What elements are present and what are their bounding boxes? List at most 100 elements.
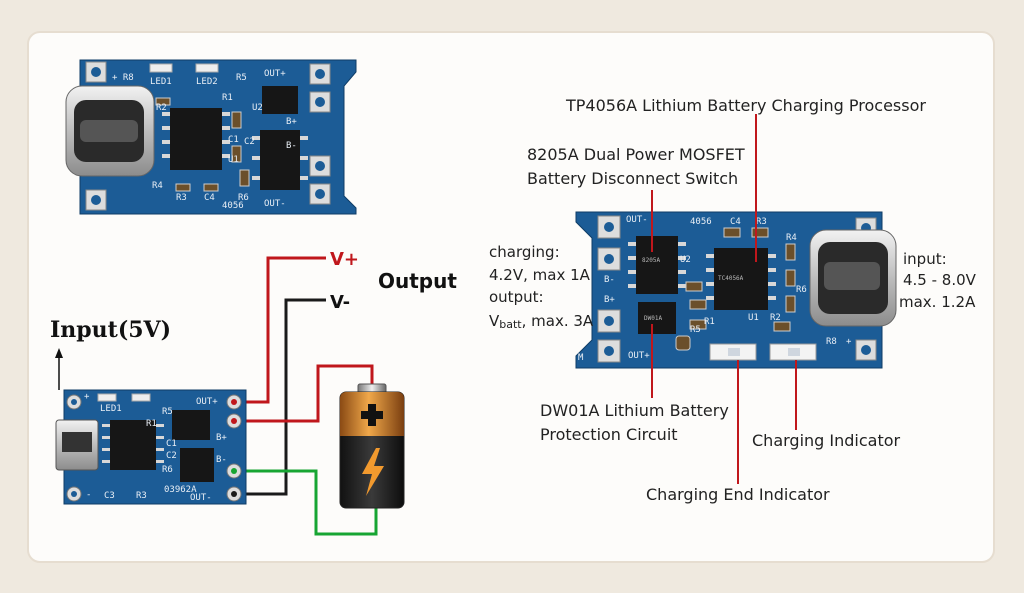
wiring-mark-serial: 03962A	[164, 485, 197, 495]
wiring-led1	[97, 393, 117, 402]
battery	[339, 383, 405, 509]
wiring-mark-c1: C1	[166, 439, 177, 449]
wiring-pin-b-plus: B+	[216, 433, 227, 443]
wiring-tp4056-chip	[110, 420, 156, 470]
right-pin-b-plus: B+	[604, 295, 615, 305]
right-mark-4056: 4056	[690, 217, 712, 227]
top-led2	[195, 63, 219, 73]
annotation-mosfet-line1: 8205A Dual Power MOSFET	[527, 145, 745, 164]
top-pin-out-minus: OUT-	[264, 199, 286, 209]
right-chip-dw01a-label: DW01A	[644, 315, 662, 322]
annotation-input-value1: 4.5 - 8.0V	[903, 271, 977, 289]
annotation-output-v: V	[489, 312, 500, 330]
top-mark-u1: U1	[228, 155, 239, 165]
wiring-pin-out-minus: OUT-	[190, 493, 212, 503]
top-mark-c1: C1	[228, 135, 239, 145]
right-pin-out-minus: OUT-	[626, 215, 648, 225]
right-pin-b-minus: B-	[604, 275, 615, 285]
top-mark-c4: C4	[204, 193, 215, 203]
wiring-mark-led1: LED1	[100, 404, 122, 414]
right-chip-8205a-label: 8205A	[642, 257, 660, 264]
wiring-pin-b-minus: B-	[216, 455, 227, 465]
wiring-mosfet-chip	[172, 410, 210, 440]
top-pin-out-plus: OUT+	[264, 69, 286, 79]
wire-vplus	[234, 256, 326, 404]
annotation-charging-value: 4.2V, max 1A	[489, 266, 591, 284]
right-mark-plus: +	[846, 337, 852, 347]
top-mark-r2: R2	[156, 103, 167, 113]
callout-lines	[651, 114, 797, 484]
top-board-right-pads	[309, 63, 331, 205]
wire-vminus	[234, 298, 326, 496]
right-mark-r3: R3	[756, 217, 767, 227]
right-mark-r1: R1	[704, 317, 715, 327]
right-mark-r8: R8	[826, 337, 837, 347]
top-mark-r8: + R8	[112, 73, 134, 83]
top-mark-led2: LED2	[196, 77, 218, 87]
right-8205a-chip	[636, 236, 678, 294]
top-pin-b-minus: B-	[286, 141, 297, 151]
top-mark-4056: 4056	[222, 201, 244, 211]
wiring-pads	[66, 394, 242, 502]
vplus-label: V+	[330, 249, 359, 270]
wiring-mark-r3: R3	[136, 491, 147, 501]
top-mark-led1: LED1	[150, 77, 172, 87]
annotation-dw01-line1: DW01A Lithium Battery	[540, 401, 729, 420]
right-mark-m: M	[578, 353, 584, 363]
annotation-dw01-line2: Protection Circuit	[540, 425, 678, 444]
lightning-icon	[362, 448, 384, 496]
wiring-mark-r5: R5	[162, 407, 173, 417]
top-mark-r4: R4	[152, 181, 163, 191]
top-tp4056-chip	[170, 108, 222, 170]
input-arrow-head	[55, 348, 63, 358]
annotation-mosfet-line2: Battery Disconnect Switch	[527, 169, 738, 188]
top-mark-r5: R5	[236, 73, 247, 83]
right-tc4056a-chip	[714, 248, 768, 310]
top-board: + R8 LED1 LED2 R5 R2 R1 C1 C2 R3 C4 R4 R…	[65, 59, 357, 215]
wiring-pin-minus: -	[86, 490, 91, 500]
wiring-mark-c2: C2	[166, 451, 177, 461]
wiring-diagram: Input(5V) V+ V- Output +	[50, 249, 457, 536]
right-mark-r4: R4	[786, 233, 797, 243]
output-label: Output	[378, 269, 457, 293]
wiring-pin-plus: +	[84, 392, 90, 402]
vminus-label: V-	[330, 292, 350, 313]
right-mark-c4: C4	[730, 217, 741, 227]
annotation-input-value2: max. 1.2A	[899, 293, 976, 311]
right-chip-tc4056a-label: TC4056A	[718, 275, 744, 282]
annotation-charging-title: charging:	[489, 243, 560, 261]
wiring-pin-out-plus: OUT+	[196, 397, 218, 407]
annotation-charging-end-indicator: Charging End Indicator	[646, 485, 830, 504]
annotation-output-value: Vbatt, max. 3A	[489, 312, 594, 331]
top-mark-r3: R3	[176, 193, 187, 203]
right-board: 8205A TC4056A DW01A OUT- B- B+ OUT+ 4056…	[575, 211, 897, 369]
wire-battery-plus	[234, 364, 374, 423]
top-pin-b-plus: B+	[286, 117, 297, 127]
right-dw01a-chip	[638, 302, 676, 334]
right-mark-u2: U2	[680, 255, 691, 265]
top-mosfet-chip	[262, 86, 298, 114]
wiring-mark-c3: C3	[104, 491, 115, 501]
wiring-mark-r1: R1	[146, 419, 157, 429]
right-mark-r6: R6	[796, 285, 807, 295]
right-mark-u1: U1	[748, 313, 759, 323]
top-mark-r1: R1	[222, 93, 233, 103]
right-pin-out-plus: OUT+	[628, 351, 650, 361]
wiring-dw01-chip	[180, 448, 214, 482]
top-mark-c2: C2	[244, 137, 255, 147]
right-mark-r5: R5	[690, 325, 701, 335]
right-board-left-pads	[597, 215, 877, 363]
annotation-output-rest: , max. 3A	[522, 312, 594, 330]
annotation-charging-indicator: Charging Indicator	[752, 431, 901, 450]
annotations: TP4056A Lithium Battery Charging Process…	[489, 96, 977, 504]
annotation-output-sub: batt	[499, 318, 522, 331]
wiring-led2	[131, 393, 151, 402]
annotation-tp4056: TP4056A Lithium Battery Charging Process…	[565, 96, 926, 115]
top-mark-u2: U2	[252, 103, 263, 113]
top-led1	[149, 63, 173, 73]
top-mark-r6: R6	[238, 193, 249, 203]
annotation-input-title: input:	[903, 250, 947, 268]
wiring-mark-r6: R6	[162, 465, 173, 475]
